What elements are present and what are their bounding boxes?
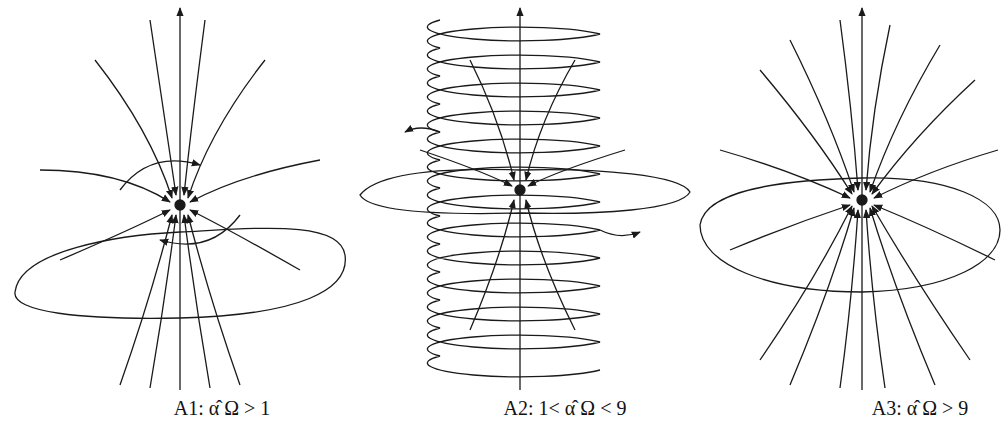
figure-caption: A3: α̂ Ω > 9 — [869, 396, 972, 420]
figure-caption: A2: 1< α̂ Ω < 9 — [501, 396, 630, 420]
figure-caption: A1: α̂ Ω > 1 — [171, 396, 274, 420]
